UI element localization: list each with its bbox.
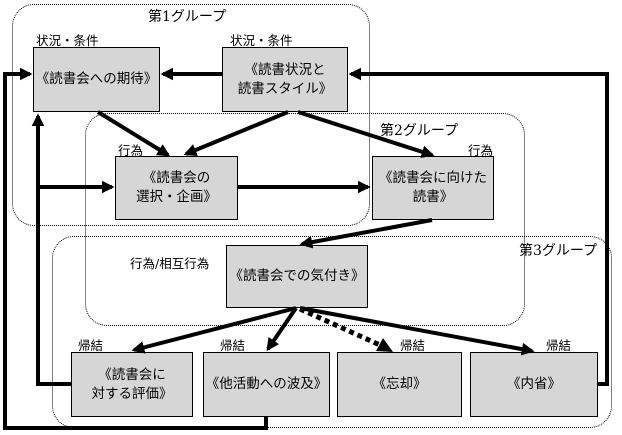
box-forgetting-line-1: 《忘却》	[372, 376, 427, 392]
arrow-spread-loop	[3, 67, 268, 430]
tag-introspection: 帰結	[546, 338, 572, 353]
tag-selection: 行為	[118, 143, 144, 158]
group-3-label: 第3グループ	[519, 243, 598, 259]
box-evaluation-line-2: 対する評価》	[91, 385, 173, 402]
box-selection-line-2: 選択・企画》	[136, 189, 217, 205]
box-introspection: 《内省》	[470, 352, 598, 417]
tag-awareness: 行為/相互行為	[130, 256, 210, 271]
box-evaluation: 《読書会に 対する評価》	[71, 352, 193, 417]
box-reading-status: 《読書状況と 読書スタイル》	[222, 47, 348, 112]
tag-forgetting: 帰結	[400, 338, 426, 353]
box-awareness-line-1: 《読書会での気付き》	[229, 268, 365, 284]
box-selection-line-1: 《読書会の	[142, 170, 211, 186]
arrow-status-to-reading	[297, 110, 435, 158]
box-expectation-line-1: 《読書会への期待》	[35, 71, 158, 87]
tag-expectation: 状況・条件	[36, 33, 99, 48]
box-selection: 《読書会の 選択・企画》	[115, 156, 238, 220]
arrow-awareness-to-spread	[266, 306, 298, 352]
box-reading-line-1: 《読書会に向けた	[379, 170, 487, 186]
arrow-awareness-to-introspection	[299, 306, 535, 356]
arrow-reading-to-awareness	[299, 218, 433, 249]
box-forgetting: 《忘却》	[337, 352, 462, 417]
box-awareness: 《読書会での気付き》	[226, 245, 368, 308]
box-evaluation-line-1: 《読書会に	[98, 366, 166, 383]
box-reading: 《読書会に向けた 読書》	[372, 156, 494, 220]
box-spread-line-1: 《他活動への波及》	[205, 376, 328, 392]
tag-evaluation: 帰結	[78, 338, 104, 353]
box-spread: 《他活動への波及》	[203, 352, 330, 417]
arrow-awareness-to-forgetting	[298, 306, 382, 348]
arrow-status-to-selection	[183, 110, 289, 157]
tag-reading: 行為	[468, 143, 494, 158]
box-expectation: 《読書会への期待》	[33, 47, 160, 112]
arrow-awareness-to-forgetting-head	[376, 338, 393, 352]
arrow-evaluation-feedback	[31, 113, 71, 386]
arrow-awareness-to-evaluation	[131, 306, 297, 354]
box-reading-line-2: 読書》	[412, 189, 454, 205]
tag-spread: 帰結	[220, 338, 246, 353]
box-reading-status-line-2: 読書スタイル》	[237, 80, 333, 97]
arrow-introspection-loop	[348, 67, 609, 386]
group-1	[12, 4, 370, 226]
group-2-label: 第2グループ	[380, 123, 459, 139]
box-reading-status-line-1: 《読書状況と	[244, 61, 326, 78]
group-1-label: 第1グループ	[148, 9, 227, 25]
arrow-expectation-to-selection	[96, 110, 171, 157]
tag-reading-status: 状況・条件	[230, 33, 293, 48]
box-introspection-line-1: 《内省》	[507, 376, 561, 392]
